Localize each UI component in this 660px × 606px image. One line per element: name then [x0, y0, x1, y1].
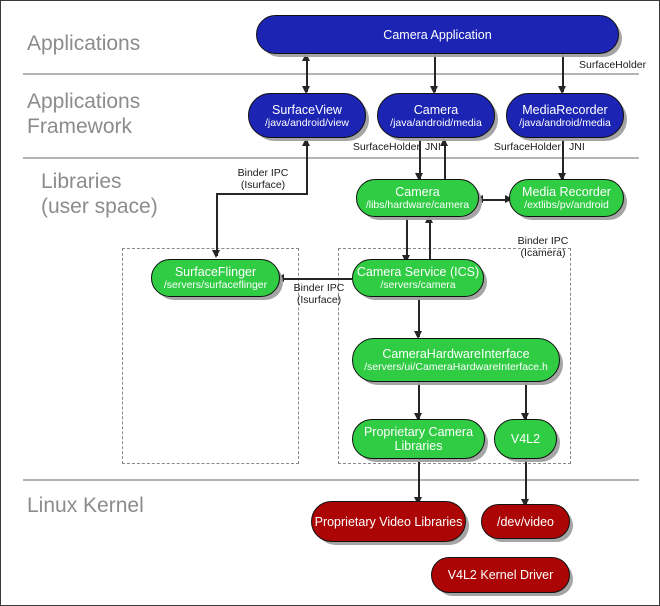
arrowhead-chi-down — [414, 331, 422, 339]
edge-label-binder-ipc-icamera: Binder IPC (Icamera) — [517, 235, 569, 259]
arrowhead-proprietary-camera-down — [414, 413, 422, 421]
node-surfaceflinger[interactable]: SurfaceFlinger /servers/surfaceflinger — [151, 259, 280, 297]
node-subtitle: /servers/ui/CameraHardwareInterface.h — [364, 361, 548, 373]
node-dev-video[interactable]: /dev/video — [481, 504, 570, 539]
node-title: /dev/video — [497, 514, 554, 529]
layer-divider-applications — [23, 73, 639, 75]
node-title: SurfaceView — [272, 102, 342, 117]
edge-label-jni-camera: JNI — [425, 141, 441, 153]
node-camera-service[interactable]: Camera Service (ICS) /servers/camera — [352, 259, 484, 297]
node-title: CameraHardwareInterface — [382, 347, 530, 361]
edge-chi-to-proprietary-camera — [418, 382, 420, 419]
edge-label-binder-ipc-isurface-top: Binder IPC (Isurface) — [237, 167, 289, 191]
node-title: Camera — [413, 102, 459, 117]
node-camera-application[interactable]: Camera Application — [256, 15, 619, 54]
node-subtitle: /servers/surfaceflinger — [163, 279, 268, 291]
layer-label-linux-kernel: Linux Kernel — [27, 494, 144, 517]
arrowhead-camera-native-up — [425, 215, 433, 223]
edge-label-surfaceholder-camera: SurfaceHolder — [352, 141, 420, 153]
node-title: MediaRecorder — [522, 102, 608, 117]
node-proprietary-camera-libraries[interactable]: Proprietary Camera Libraries — [352, 419, 485, 459]
node-title: V4L2 — [510, 432, 541, 446]
node-proprietary-video-libraries[interactable]: Proprietary Video Libraries — [311, 501, 466, 542]
node-subtitle: /java/android/media — [519, 116, 611, 129]
node-subtitle: /extlibs/pv/android — [524, 199, 609, 211]
node-v4l2[interactable]: V4L2 — [494, 419, 557, 459]
layer-label-applications-framework: Applications Framework — [27, 90, 141, 138]
arrowhead-media-recorder-native-down — [558, 173, 566, 181]
edge-chi-to-v4l2 — [525, 382, 527, 419]
layer-divider-libraries — [23, 479, 639, 481]
layer-label-libraries: Libraries (user space) — [41, 170, 158, 218]
arrowhead-dev-video-down — [521, 499, 529, 507]
edge-surfaceview-cameraapp — [306, 55, 308, 92]
edge-label-surfaceholder-mediarecorder: SurfaceHolder — [493, 141, 561, 153]
node-camera-hardware-interface[interactable]: CameraHardwareInterface /servers/ui/Came… — [352, 338, 560, 382]
edge-cameraapp-camera — [434, 53, 436, 92]
edge-camera-mediarecorder-native — [479, 199, 509, 201]
dashed-region-camera-stack — [338, 248, 571, 464]
node-camera-java[interactable]: Camera /java/android/media — [377, 93, 495, 138]
node-mediarecorder[interactable]: MediaRecorder /java/android/media — [506, 93, 624, 138]
arrowhead-camera-native-down — [415, 173, 423, 181]
edge-v4l2-to-dev-video — [525, 459, 527, 505]
edge-camera-native-to-java-jni — [444, 140, 446, 180]
node-media-recorder-native[interactable]: Media Recorder /extlibs/pv/android — [509, 179, 624, 217]
arrowhead-camera-java-jni-up — [440, 138, 448, 146]
node-camera-native[interactable]: Camera /libs/hardware/camera — [356, 179, 479, 217]
node-title: SurfaceFlinger — [174, 265, 257, 279]
arrowhead-camera-java-down — [430, 86, 438, 94]
edge-label-binder-ipc-isurface-service: Binder IPC (Isurface) — [293, 282, 345, 306]
edge-camera-service-to-chi — [418, 297, 420, 337]
node-title: Proprietary Video Libraries — [314, 514, 463, 529]
edge-cameraapp-mediarecorder — [562, 53, 564, 92]
node-subtitle: /servers/camera — [380, 279, 456, 291]
edge-camera-service-to-surfaceflinger — [280, 278, 352, 280]
node-title: V4L2 Kernel Driver — [447, 568, 554, 582]
edge-camera-native-to-service — [406, 217, 408, 261]
edge-binder-isurface-down — [216, 193, 218, 256]
edge-proprietary-camera-to-video — [418, 459, 420, 503]
node-title: Camera Application — [383, 27, 492, 42]
layer-divider-framework — [23, 157, 639, 159]
arrowhead-v4l2-down — [521, 413, 529, 421]
node-title: Camera Service (ICS) — [356, 265, 480, 279]
edge-binder-isurface-vertical-up — [306, 140, 308, 194]
arrowhead-surfaceview-down — [302, 86, 310, 94]
node-title: Media Recorder — [522, 185, 611, 199]
arrowhead-camera-native-left — [475, 195, 483, 203]
dashed-region-surfaceflinger — [122, 248, 299, 464]
node-subtitle: /java/android/media — [390, 116, 482, 129]
layer-label-applications: Applications — [27, 32, 141, 55]
edge-camera-java-to-native — [419, 140, 421, 180]
edge-camera-service-to-native — [429, 217, 431, 261]
arrowhead-surfaceflinger-down — [212, 250, 220, 258]
node-subtitle: /libs/hardware/camera — [365, 199, 470, 211]
node-title: Proprietary Camera Libraries — [363, 425, 474, 453]
edge-binder-isurface-horizontal — [216, 193, 308, 195]
edge-label-surfaceholder-app: SurfaceHolder — [579, 59, 647, 71]
arrowhead-surfaceflinger-left — [276, 274, 284, 282]
arrowhead-mediarecorder-down — [558, 86, 566, 94]
node-title: Camera — [395, 185, 440, 199]
edge-label-jni-mediarecorder: JNI — [569, 141, 585, 153]
node-subtitle: /java/android/view — [264, 116, 350, 129]
edge-mediarecorder-to-native — [562, 140, 564, 180]
node-v4l2-kernel-driver[interactable]: V4L2 Kernel Driver — [431, 557, 570, 593]
arrowhead-cameraapp-up — [302, 53, 310, 61]
arrowhead-surfaceview-up — [302, 138, 310, 146]
node-surfaceview[interactable]: SurfaceView /java/android/view — [248, 93, 366, 138]
